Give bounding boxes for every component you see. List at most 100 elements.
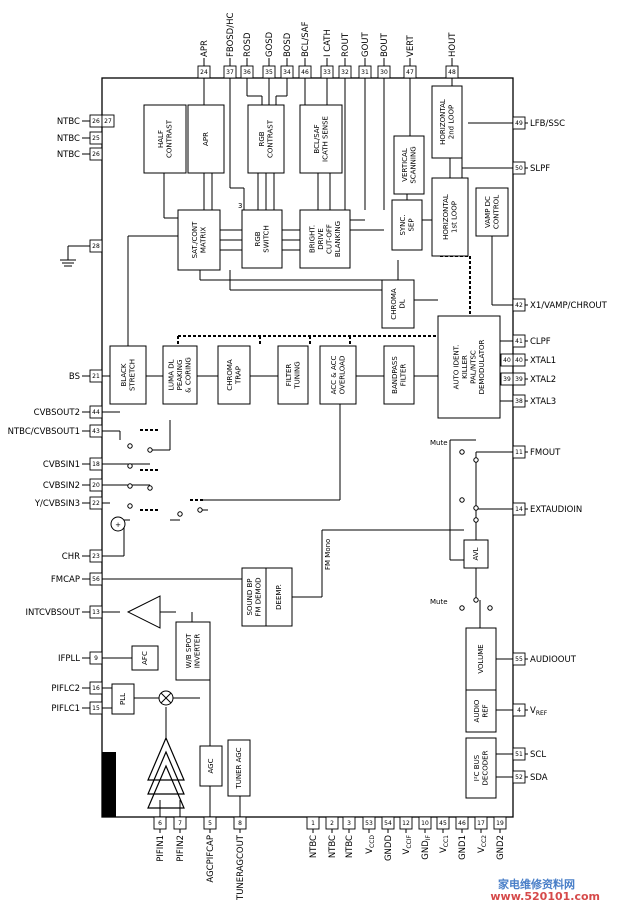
pin-number: 19 [496,820,504,827]
right-pin-label: LFB/SSC [530,119,565,129]
pin-number: 14 [515,506,523,513]
left-pin-16: 16 [89,681,103,695]
bottom-pin-6: 6 [153,816,167,830]
switch-contact-icon [473,457,479,463]
block-text: RGB [258,131,266,146]
top-pin-label: ROUT [341,32,351,57]
pin-number: 22 [92,500,100,507]
right-pin-label: XTAL1 [530,356,556,366]
top-pin-46: 46 [298,65,312,79]
block-text: HORIZONTAL [442,194,450,240]
right-pin-52: 52 [512,770,526,784]
pin-number: 8 [238,820,242,827]
left-pin-label: FMCAP [51,575,80,585]
right-pin-50: 50 [512,161,526,175]
pin-number: 39 [503,376,511,383]
pin-number: 37 [226,69,234,76]
right-pin-39b: 39 [500,372,514,386]
pin-number: 56 [92,576,100,583]
bottom-pin-label: GNDIF [421,834,432,859]
top-pin-32: 32 [338,65,352,79]
block-text: BRIGHT. [308,225,316,253]
block-text: BLACK [120,363,128,386]
right-pin-label: EXTAUDIOIN [530,505,582,515]
buffer-amplifier-icon [126,595,161,629]
block-text: TRAP [234,366,242,385]
pin-number: 5 [208,820,212,827]
switch-contact-icon [147,485,153,491]
block-text: FM DEMOD [254,577,262,616]
wires [60,58,528,833]
pin-number: 46 [301,69,309,76]
left-pin-13: 13 [89,605,103,619]
bottom-pin-label: NTBC [309,835,319,858]
bottom-pin-label: VCC1 [439,835,450,853]
pin-number: 10 [421,820,429,827]
pin-number: 41 [515,338,523,345]
pin-number: 31 [361,69,369,76]
left-pin-label: CVBSIN2 [43,481,80,491]
bottom-pin-46: 46 [455,816,469,830]
block-pll: PLL [111,683,135,715]
block-text: FILTER [285,364,293,387]
pin-number: 12 [402,820,410,827]
block-text: PEAKING [176,360,184,391]
right-pin-38: 38 [512,394,526,408]
pin-number: 18 [92,461,100,468]
pin-number: 53 [365,820,373,827]
top-pin-37: 37 [223,65,237,79]
right-pin-label: X1/VAMP/CHROUT [530,301,608,311]
pin-number: 6 [158,820,162,827]
switch-contact-icon [459,449,465,455]
bottom-pin-45: 45 [436,816,450,830]
left-pin-26: 26 [89,147,103,161]
block-text: VERTICAL [401,148,409,182]
bottom-pin-label: VCC2 [477,835,488,853]
block-text: BANDPASS [391,356,399,394]
pin-number: 54 [384,820,392,827]
right-pin-55: 55 [512,652,526,666]
left-pin-label: CHR [62,552,80,562]
right-pin-4: 4 [512,703,526,717]
left-pin-label: INTCVBSOUT [26,608,81,618]
pin-number: 50 [515,165,523,172]
top-pin-48: 48 [445,65,459,79]
pin-number: 21 [92,373,100,380]
pin-number: 26 [92,118,100,125]
block-deemp: DEEMP. [265,567,293,627]
bottom-pin-label: GNDD [384,835,394,861]
block-apr: APR [187,104,225,174]
switch-contact-icon [473,597,479,603]
block-text: ACC & ACC [330,355,338,394]
pin-number: 30 [380,69,388,76]
pin-number: 40 [515,357,523,364]
pin-number: 1 [311,820,315,827]
block-text: VAMP DC [484,196,492,228]
block-text: HORIZONTAL [439,99,447,145]
bottom-pin-label: GND2 [496,835,506,860]
left-pin-44: 44 [89,405,103,419]
bottom-pin-10: 10 [418,816,432,830]
top-pin-label: BOUT [380,32,390,57]
left-pin-label: PIFLC1 [51,704,80,714]
top-pin-36: 36 [240,65,254,79]
bottom-pin-label: VCCIF [402,834,413,854]
top-pin-label: I CATH [323,29,333,57]
bottom-pin-label: PIFIN1 [156,835,166,862]
block-text: VOLUME [477,644,485,673]
block-text: ICATH SENSE [321,116,329,162]
pin-number: 24 [200,69,208,76]
block-text: OVERLOAD [338,356,346,395]
right-pin-label: AUDIOOUT [530,655,577,665]
right-pin-label: SLPF [530,164,550,174]
top-pin-47: 47 [403,65,417,79]
block-text: CONTRAST [165,119,173,158]
switch-contact-icon [473,517,479,523]
block-text: SEP [407,218,415,231]
